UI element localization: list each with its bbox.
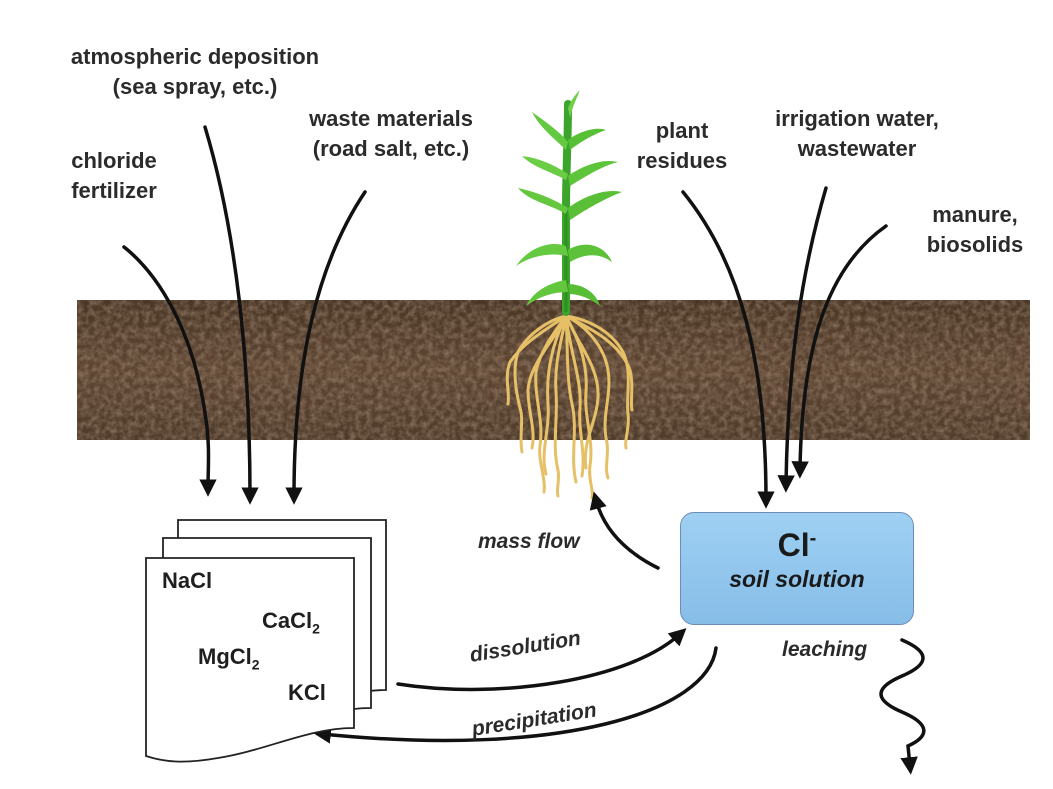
manure-biosolids-line1: manure, [932, 202, 1018, 227]
chloride-fertilizer-arrow [122, 245, 217, 497]
manure-biosolids-label: manure, biosolids [910, 200, 1040, 260]
irrigation-water-line1: irrigation water, [775, 106, 939, 131]
corn-plant [516, 90, 622, 316]
chloride-ion-charge: - [809, 527, 817, 550]
atmospheric-deposition-line1: atmospheric deposition [70, 44, 320, 69]
salt-kcl: KCl [288, 680, 326, 705]
soil-solution-box: Cl- soil solution [680, 512, 914, 625]
dissolution-arrow [396, 628, 687, 692]
waste-materials-line2: (road salt, etc.) [312, 136, 470, 161]
soil-solution-label: soil solution [729, 566, 865, 592]
precipitation-arrow [313, 646, 718, 744]
atmospheric-deposition-line2: (sea spray, etc.) [112, 74, 278, 99]
salt-cacl2: CaCl2 [262, 608, 320, 636]
salt-mgcl2: MgCl2 [198, 644, 260, 672]
chloride-fertilizer-line2: fertilizer [71, 178, 157, 203]
leaching-arrow [879, 638, 926, 775]
salt-mgcl2-base: MgCl [198, 644, 252, 669]
chloride-ion: Cl- [681, 527, 913, 564]
irrigation-water-line2: wastewater [797, 136, 917, 161]
chloride-ion-symbol: Cl [777, 527, 810, 563]
atmospheric-deposition-label: atmospheric deposition (sea spray, etc.) [40, 42, 350, 102]
waste-materials-label: waste materials (road salt, etc.) [286, 104, 496, 164]
waste-materials-line1: waste materials [309, 106, 473, 131]
plant-residues-label: plant residues [620, 116, 744, 176]
chloride-fertilizer-label: chloride fertilizer [44, 146, 184, 206]
leaching-label: leaching [782, 638, 868, 661]
manure-biosolids-line2: biosolids [926, 232, 1024, 257]
plant-residues-line2: residues [636, 148, 728, 173]
salt-cacl2-sub: 2 [312, 620, 320, 637]
manure-biosolids-arrow [791, 224, 888, 479]
salt-mgcl2-sub: 2 [251, 656, 260, 673]
salts-document-stack [145, 519, 387, 763]
irrigation-water-arrow [777, 186, 828, 493]
mass-flow-arrow [589, 491, 660, 570]
plant-residues-line1: plant [655, 118, 709, 143]
salt-cacl2-base: CaCl [262, 608, 313, 633]
plant-residues-arrow [681, 190, 775, 509]
mass-flow-label: mass flow [478, 530, 580, 553]
irrigation-water-label: irrigation water, wastewater [752, 104, 962, 164]
input-arrows [122, 125, 888, 509]
atmospheric-deposition-arrow [203, 125, 259, 505]
plant-roots [505, 314, 634, 500]
process-arrows [313, 491, 926, 775]
waste-materials-arrow [285, 190, 367, 505]
chloride-fertilizer-line1: chloride [71, 148, 157, 173]
salt-nacl: NaCl [162, 568, 213, 593]
